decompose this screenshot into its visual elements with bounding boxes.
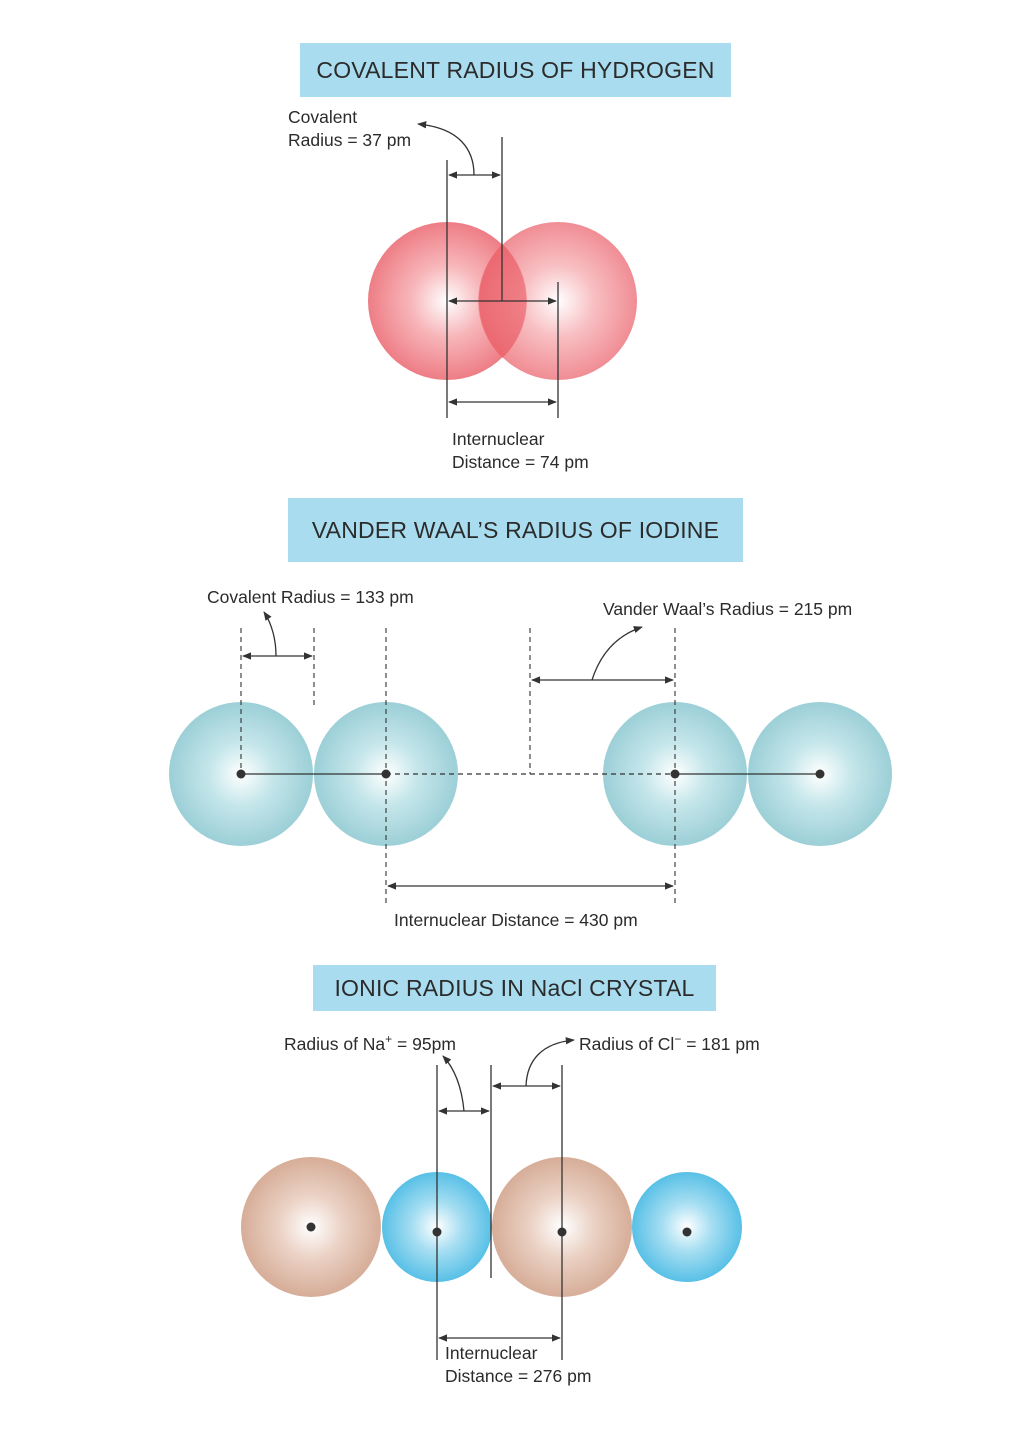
na-radius-label-sup: +	[385, 1032, 393, 1046]
iodine-nucleus-4	[815, 769, 825, 779]
hydrogen-distance-label-line2: Distance = 74 pm	[452, 452, 589, 472]
na-ion-2	[632, 1172, 742, 1282]
na-radius-label: Radius of Na+ = 95pm	[284, 1028, 456, 1056]
iodine-covalent-callout	[263, 611, 277, 657]
nacl-distance-label-line1: Internuclear	[445, 1343, 538, 1363]
iodine-diagram	[169, 611, 892, 906]
cl-radius-label-sup: −	[674, 1032, 682, 1046]
hydrogen-callout-arrow	[417, 121, 475, 176]
nacl-distance-label-line2: Distance = 276 pm	[445, 1366, 592, 1386]
nacl-diagram	[241, 1037, 742, 1360]
hydrogen-covalent-label: Covalent Radius = 37 pm	[288, 106, 411, 152]
hydrogen-title: COVALENT RADIUS OF HYDROGEN	[300, 43, 731, 97]
iodine-covalent-label: Covalent Radius = 133 pm	[207, 587, 414, 607]
cl-radius-label: Radius of Cl− = 181 pm	[579, 1028, 760, 1056]
nacl-title: IONIC RADIUS IN NaCl CRYSTAL	[313, 965, 716, 1011]
hydrogen-covalent-label-line1: Covalent	[288, 107, 358, 127]
iodine-distance-label: Internuclear Distance = 430 pm	[394, 910, 638, 930]
cl-nucleus-1	[306, 1222, 316, 1232]
iodine-vdw-callout	[591, 626, 643, 681]
na-radius-callout	[442, 1055, 465, 1112]
na-radius-label-suffix: = 95pm	[392, 1033, 456, 1054]
hydrogen-covalent-label-line2: Radius = 37 pm	[288, 130, 412, 150]
cl-radius-label-suffix: = 181 pm	[681, 1033, 760, 1054]
iodine-title: VANDER WAAL’S RADIUS OF IODINE	[288, 498, 743, 562]
hydrogen-diagram	[368, 121, 637, 418]
cl-radius-label-prefix: Radius of Cl	[579, 1033, 675, 1054]
hydrogen-distance-label-line1: Internuclear	[452, 429, 545, 449]
iodine-vdw-label: Vander Waal’s Radius = 215 pm	[603, 599, 853, 619]
hydrogen-distance-label: Internuclear Distance = 74 pm	[452, 428, 589, 474]
cl-radius-callout	[525, 1037, 575, 1087]
na-nucleus-2	[682, 1227, 692, 1237]
na-radius-label-prefix: Radius of Na	[284, 1033, 386, 1054]
nacl-distance-label: Internuclear Distance = 276 pm	[445, 1342, 591, 1388]
